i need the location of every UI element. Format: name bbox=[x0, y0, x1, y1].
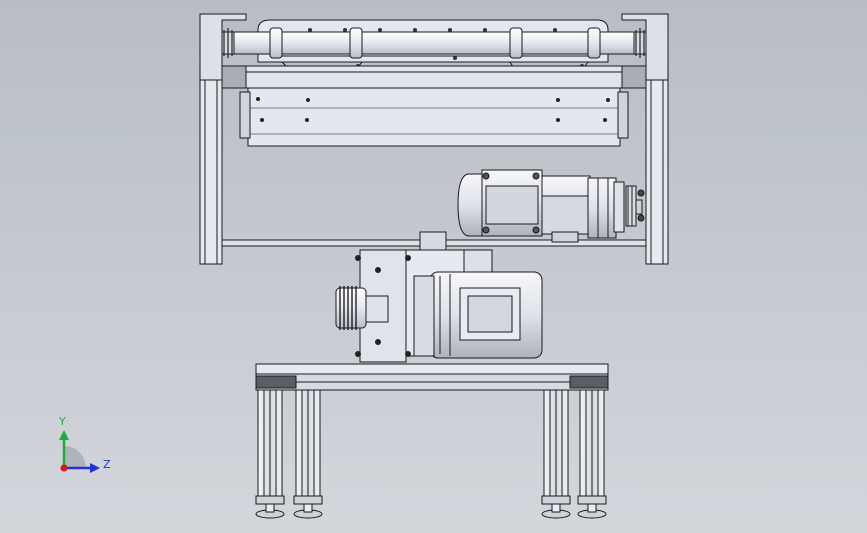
roller-hub-mid-right bbox=[509, 27, 523, 59]
stand-leg-1 bbox=[255, 389, 285, 519]
roller-sprocket-left bbox=[221, 28, 235, 58]
roller-hub-right bbox=[587, 27, 601, 59]
lower-gearmotor bbox=[335, 231, 543, 363]
roller-hub-mid-left bbox=[349, 27, 363, 59]
upper-gearmotor bbox=[457, 169, 645, 243]
roller-hub-left bbox=[269, 27, 283, 59]
lower-motor-terminal-box bbox=[467, 295, 513, 333]
stand-leg-3 bbox=[541, 389, 571, 519]
roller-sprocket-right bbox=[633, 28, 647, 58]
x-axis-origin bbox=[60, 464, 68, 472]
base-stand bbox=[255, 363, 609, 519]
stand-leg-4 bbox=[577, 389, 607, 519]
lower-drive-pulley bbox=[335, 286, 389, 330]
upper-cross-beam bbox=[221, 65, 647, 89]
z-axis-label: Z bbox=[103, 458, 111, 471]
conveyor-roller bbox=[227, 27, 641, 71]
upper-output-sprocket bbox=[625, 185, 645, 227]
y-axis-label: Y bbox=[58, 415, 66, 428]
base-top-plate bbox=[255, 363, 609, 375]
stand-leg-2 bbox=[293, 389, 323, 519]
coordinate-triad: Y Z bbox=[58, 415, 111, 473]
plate-bolts bbox=[256, 97, 610, 122]
left-top-bracket bbox=[199, 13, 247, 81]
side-guard-plate bbox=[239, 87, 629, 147]
